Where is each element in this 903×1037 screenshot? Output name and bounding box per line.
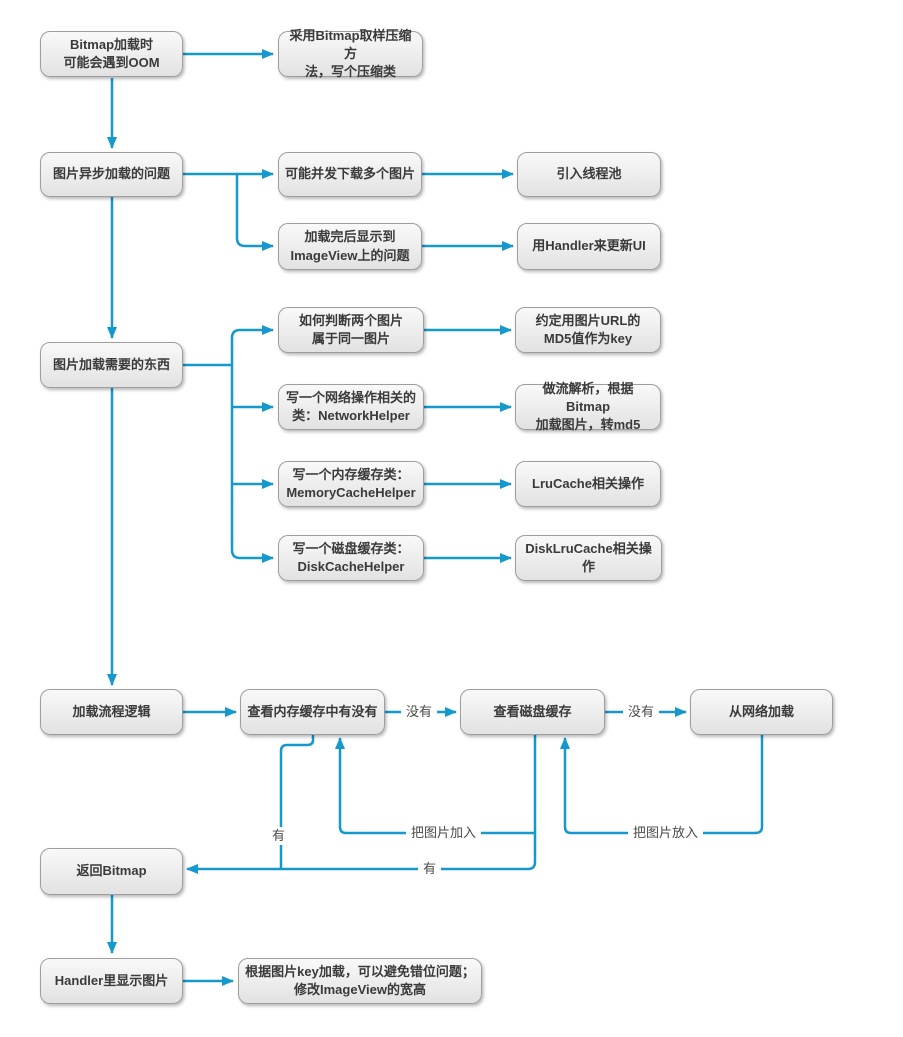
node-handler-show-image: Handler里显示图片 [40,958,183,1004]
edge-add-to-disk [560,734,764,835]
node-return-bitmap: 返回Bitmap [40,848,183,895]
node-concurrent-download: 可能并发下载多个图片 [278,152,422,197]
node-url-md5-key: 约定用图片URL的 MD5值作为key [515,307,661,353]
edge-label-no-2: 没有 [623,703,660,721]
node-handler-update-ui: 用Handler来更新UI [517,223,661,270]
edge-label-add-to-memory: 把图片加入 [406,824,482,842]
node-imageview-display-problem: 加载完后显示到 ImageView上的问题 [278,223,422,270]
node-image-load-requirements: 图片加载需要的东西 [40,342,183,388]
node-load-by-key: 根据图片key加载，可以避免错位问题； 修改ImageView的宽高 [238,958,482,1004]
edge-label-have-1: 有 [267,827,291,845]
node-load-flow-logic: 加载流程逻辑 [40,689,183,735]
node-memory-cache-helper: 写一个内存缓存类： MemoryCacheHelper [278,461,424,507]
node-disk-cache-helper: 写一个磁盘缓存类： DiskCacheHelper [278,535,424,581]
node-check-memory-cache: 查看内存缓存中有没有 [240,689,385,735]
node-stream-parse: 做流解析，根据Bitmap 加载图片，转md5 [515,381,661,432]
node-disklrucache-ops: DiskLruCache相关操作 [515,535,662,581]
edge-add-to-memory [335,737,535,835]
edge-label-no-1: 没有 [401,703,438,721]
edge-memcheck-have [279,734,315,869]
node-lrucache-ops: LruCache相关操作 [515,461,661,507]
edge-trunk-to-judge [230,325,274,365]
node-judge-same-image: 如何判断两个图片 属于同一图片 [278,307,424,353]
edge-label-add-to-disk: 把图片放入 [628,824,704,842]
node-load-from-network: 从网络加载 [690,689,833,735]
edge-label-have-2: 有 [418,860,442,878]
edge-have-to-return [186,734,537,874]
node-sampling-compress: 采用Bitmap取样压缩方 法，写个压缩类 [278,28,423,79]
node-network-helper: 写一个网络操作相关的 类：NetworkHelper [278,384,424,430]
node-check-disk-cache: 查看磁盘缓存 [460,689,605,735]
node-bitmap-oom: Bitmap加载时 可能会遇到OOM [40,31,183,77]
node-async-load-problem: 图片异步加载的问题 [40,152,183,197]
edge-async-to-imageview [235,174,274,251]
edge-trunk-to-disk [230,365,274,563]
node-thread-pool: 引入线程池 [517,152,661,197]
